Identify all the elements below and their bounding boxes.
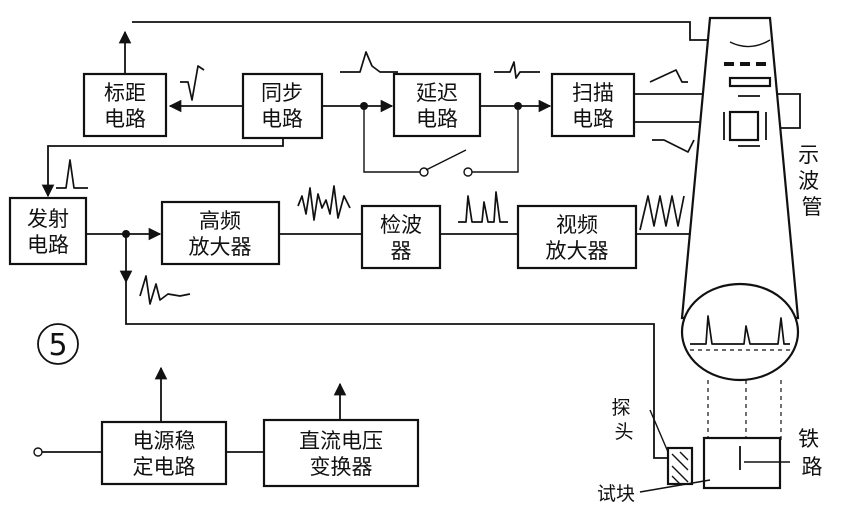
svg-text:直流电压变换器: 直流电压变换器	[299, 429, 383, 479]
waveform-delay	[494, 61, 540, 79]
block-sync: 同步电路	[241, 72, 324, 140]
block-detector: 检波器	[360, 204, 442, 270]
waveform-sweep-top	[649, 69, 688, 83]
block-regulator: 电源稳定电路	[100, 420, 228, 486]
block-dc-converter: 直流电压变换器	[262, 418, 420, 488]
signal-lines	[33, 21, 801, 459]
crt: 示 波 管	[680, 16, 826, 440]
block-rf-amp: 高频放大器	[160, 200, 281, 266]
waveform-transmit	[56, 159, 88, 189]
figure-number: 5	[37, 323, 79, 365]
waveform-probe	[139, 275, 191, 305]
crt-trace	[690, 315, 790, 345]
crt-label: 示 波 管	[798, 143, 826, 219]
waveform-sweep-bottom	[652, 139, 695, 153]
block-delay: 延迟电路	[392, 72, 482, 138]
block-sweep: 扫描电路	[550, 72, 636, 138]
svg-text:发射电路: 发射电路	[27, 207, 69, 257]
svg-text:高频放大器: 高频放大器	[189, 209, 252, 259]
waveform-sync	[340, 51, 398, 73]
waveform-detected	[458, 191, 508, 223]
waveform-rf	[297, 185, 351, 221]
waveform-ranging	[180, 65, 205, 101]
svg-text:扫描电路: 扫描电路	[572, 81, 614, 131]
block-ranging: 标距电路	[82, 72, 168, 138]
waveform-video	[639, 195, 685, 231]
block-transmit: 发射电路	[8, 196, 88, 266]
block-video-amp: 视频放大器	[516, 204, 638, 270]
rail-label: 铁 路	[798, 427, 826, 479]
svg-text:同步电路: 同步电路	[261, 81, 303, 131]
svg-text:视频放大器: 视频放大器	[546, 213, 609, 263]
svg-text:电源稳定电路: 电源稳定电路	[133, 429, 196, 479]
test-setup: 探 头 试块 铁 路	[597, 397, 826, 505]
svg-text:检波器: 检波器	[380, 213, 422, 263]
waveform-sketches	[56, 51, 695, 305]
svg-text:5: 5	[48, 328, 67, 363]
svg-text:标距电路: 标距电路	[104, 81, 146, 131]
probe-label: 探 头	[611, 397, 636, 443]
svg-text:延迟电路: 延迟电路	[416, 81, 458, 131]
test-block-label: 试块	[597, 483, 635, 505]
